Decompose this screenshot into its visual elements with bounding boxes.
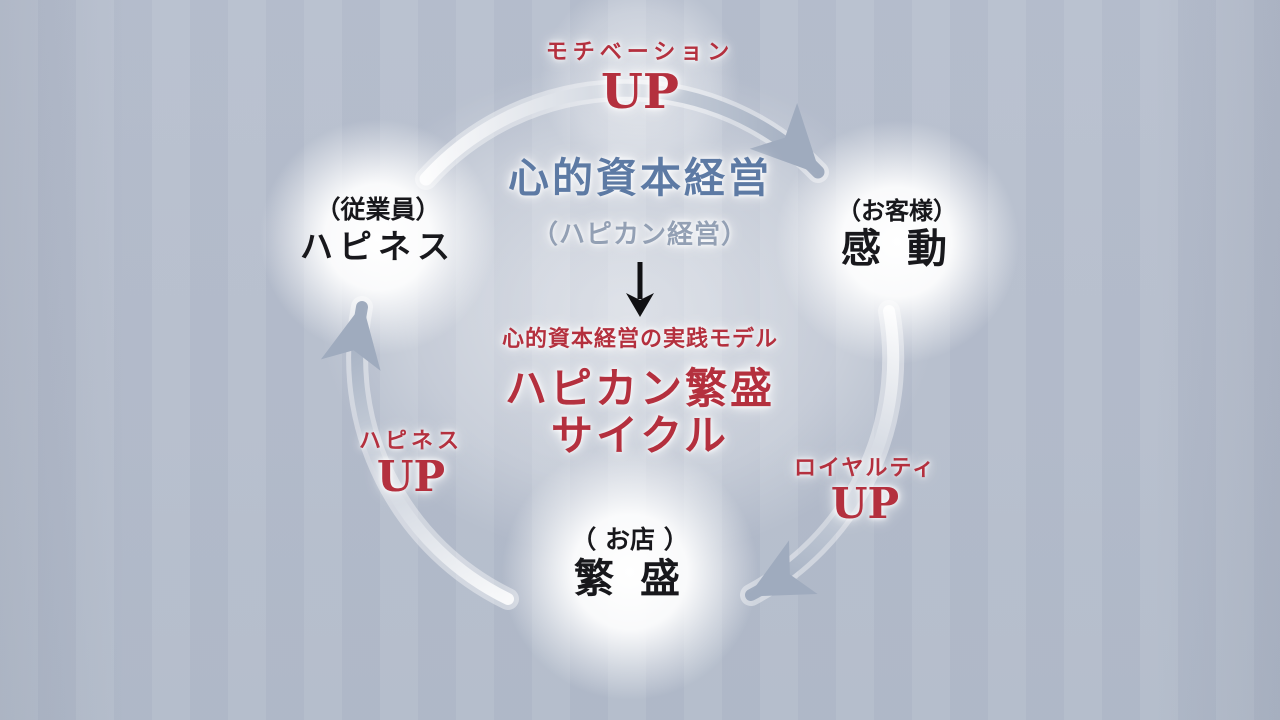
node-shop: （ お店 ） 繁 盛	[571, 526, 688, 601]
flow-down-arrow-icon	[626, 262, 654, 317]
center-title: 心的資本経営	[508, 154, 772, 202]
cycle-title-line2: サイクル	[551, 411, 729, 461]
edge-top-line2: UP	[601, 64, 679, 121]
edge-left-line1: ハピネス	[358, 428, 464, 454]
node-customer-role: （お客様）	[837, 196, 957, 225]
edge-right-line1: ロイヤルティ	[793, 455, 937, 481]
center-subtitle: （ハピカン経営）	[531, 220, 749, 250]
cycle-title-line1: ハピカン繁盛	[504, 364, 776, 413]
edge-label-left: ハピネス UP	[359, 429, 463, 500]
node-customer: （お客様） 感 動	[837, 196, 957, 273]
cycle-arrow-top-icon	[419, 83, 825, 186]
edge-left-line2: UP	[376, 452, 446, 502]
node-shop-role: （ お店 ）	[571, 525, 689, 554]
node-glow-customer	[775, 120, 1019, 364]
node-glow-employee	[260, 119, 496, 355]
edge-label-top: モチベーション UP	[546, 40, 735, 119]
model-caption: 心的資本経営の実践モデル	[501, 326, 779, 352]
node-glow-shop	[502, 444, 758, 700]
edge-label-right: ロイヤルティ UP	[794, 456, 936, 527]
node-employee-role: （従業員）	[315, 195, 441, 224]
cycle-title: ハピカン繁盛 サイクル	[505, 365, 775, 460]
edge-right-line2: UP	[830, 479, 900, 529]
node-employee-value: ハピネス	[300, 226, 456, 266]
node-shop-value: 繁 盛	[574, 554, 686, 602]
cycle-arrow-left-icon	[320, 301, 514, 605]
cycle-arrow-right-icon	[745, 305, 900, 601]
node-customer-value: 感 動	[841, 225, 953, 273]
edge-top-line1: モチベーション	[545, 39, 735, 65]
node-employee: （従業員） ハピネス	[300, 196, 456, 265]
